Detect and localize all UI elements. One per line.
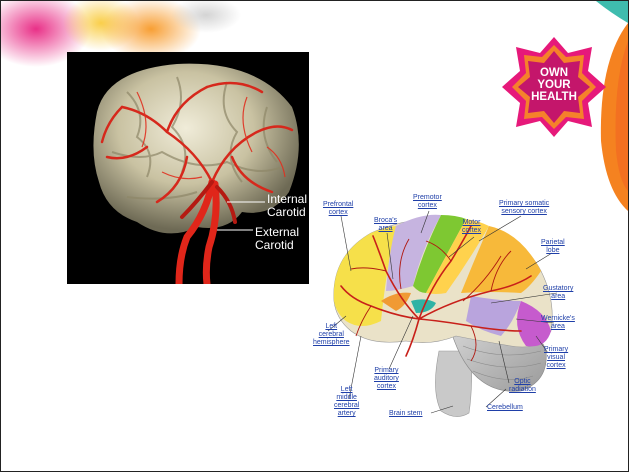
label-brocas-area: Broca's area	[374, 217, 397, 233]
label-premotor-cortex: Premotor cortex	[413, 194, 442, 210]
label-left-middle-cerebral-artery: Left middle cerebral artery	[334, 386, 359, 418]
label-brain-stem: Brain stem	[389, 410, 422, 418]
label-motor-cortex: Motor cortex	[462, 219, 481, 235]
label-prefrontal-cortex: Prefrontal cortex	[323, 201, 353, 217]
label-primary-visual-cortex: Primary visual cortex	[544, 346, 568, 370]
label-parietal-lobe: Parietal lobe	[541, 239, 565, 255]
label-primary-somatic-sensory-cortex: Primary somatic sensory cortex	[499, 200, 549, 216]
label-optic-radiation: Optic radiation	[509, 378, 536, 394]
label-cerebellum: Cerebellum	[487, 404, 523, 412]
label-left-cerebral-hemisphere: Left cerebral hemisphere	[313, 323, 350, 347]
label-gustatory-area: Gustatory area	[543, 285, 573, 301]
label-primary-auditory-cortex: Primary auditory cortex	[374, 367, 399, 391]
label-wernickes-area: Wernicke's area	[541, 315, 575, 331]
